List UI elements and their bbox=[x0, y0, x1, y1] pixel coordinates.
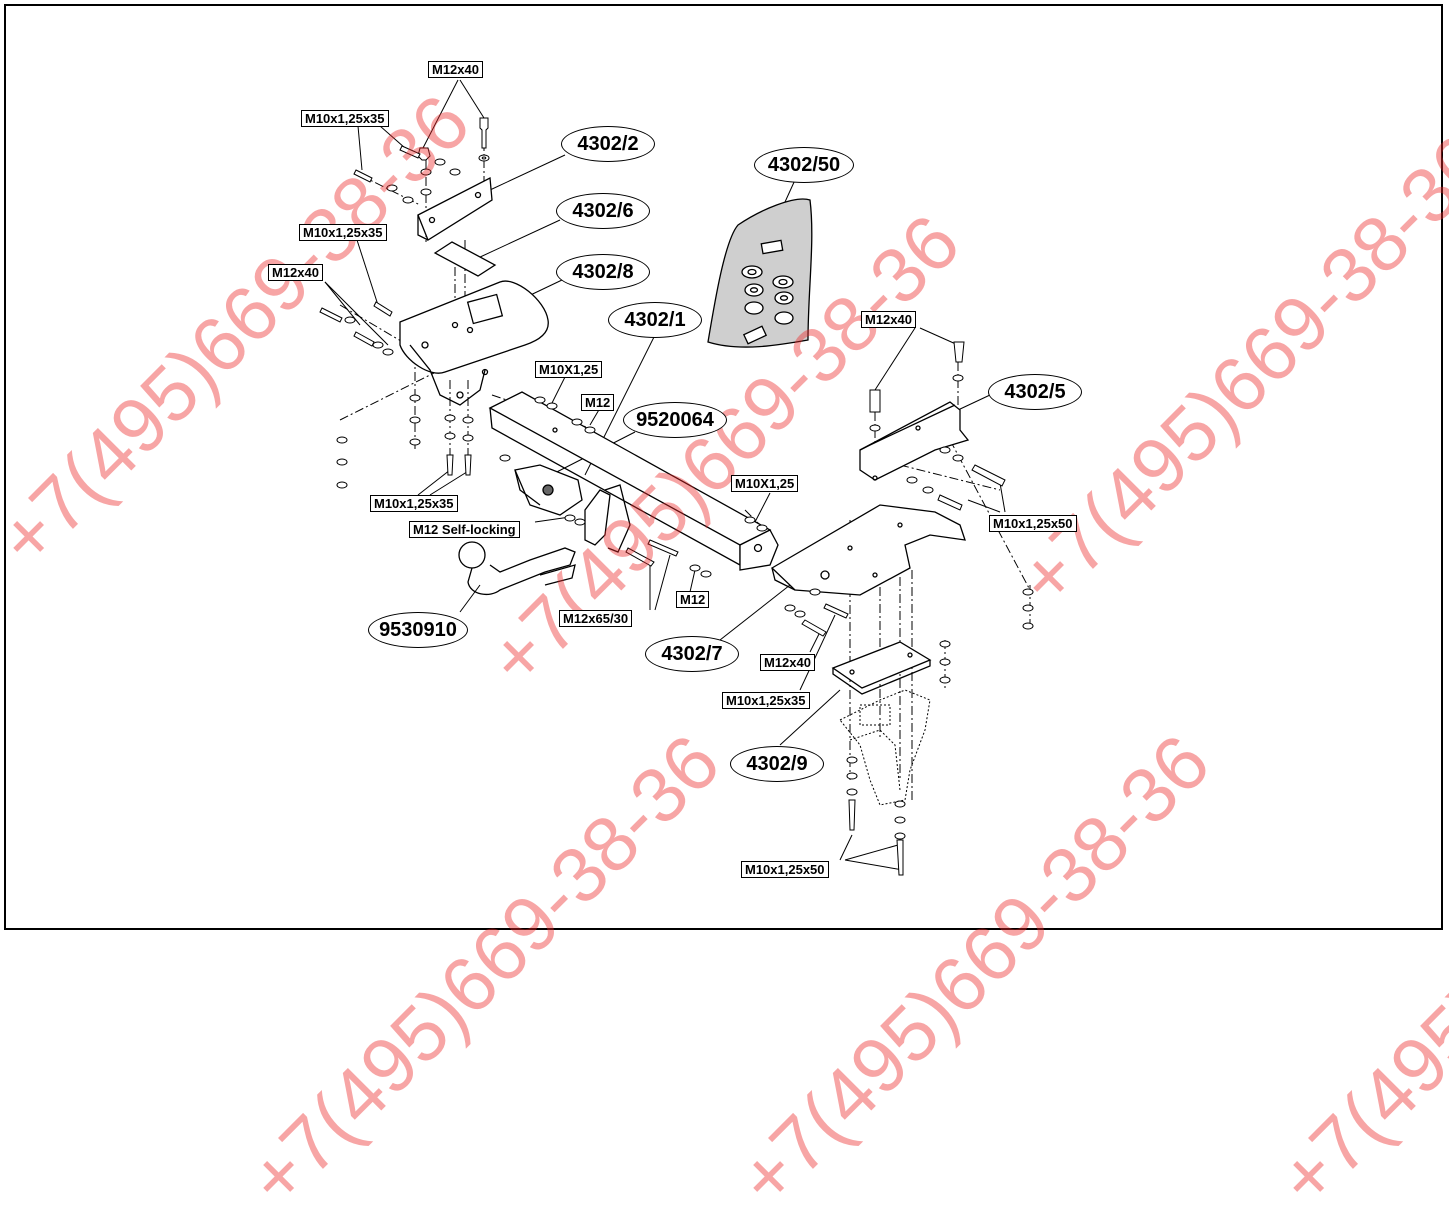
part-label-9530910: 9530910 bbox=[368, 612, 468, 648]
part-label-4302-50: 4302/50 bbox=[754, 147, 854, 183]
hardware-label: M12x40 bbox=[760, 654, 815, 671]
drawing-border bbox=[4, 4, 1443, 930]
part-label-4302-1: 4302/1 bbox=[608, 302, 702, 338]
hardware-label: M10X1,25 bbox=[731, 475, 799, 492]
part-label-4302-7: 4302/7 bbox=[645, 636, 739, 672]
hardware-label: M12x40 bbox=[861, 311, 916, 328]
part-label-4302-2: 4302/2 bbox=[561, 126, 655, 162]
part-label-4302-5: 4302/5 bbox=[988, 374, 1082, 410]
part-label-4302-9: 4302/9 bbox=[730, 746, 824, 782]
hardware-label: M12x65/30 bbox=[559, 610, 633, 627]
hardware-label: M12x40 bbox=[268, 264, 323, 281]
hardware-label: M10x1,25x35 bbox=[722, 692, 810, 709]
hardware-label: M10x1,25x35 bbox=[299, 224, 387, 241]
part-label-9520064: 9520064 bbox=[623, 402, 727, 438]
hardware-label: M12 bbox=[581, 394, 615, 411]
hardware-label: M10X1,25 bbox=[535, 361, 603, 378]
hardware-label: M12 Self-locking bbox=[409, 521, 520, 538]
hardware-label: M10x1,25x50 bbox=[741, 861, 829, 878]
hardware-label: M10x1,25x35 bbox=[301, 110, 389, 127]
hardware-label: M12 bbox=[676, 591, 710, 608]
hardware-label: M12x40 bbox=[428, 61, 483, 78]
part-label-4302-8: 4302/8 bbox=[556, 254, 650, 290]
exploded-assembly-drawing bbox=[319, 79, 1034, 876]
part-label-4302-6: 4302/6 bbox=[556, 193, 650, 229]
hardware-label: M10x1,25x50 bbox=[989, 515, 1077, 532]
hardware-label: M10x1,25x35 bbox=[370, 495, 458, 512]
